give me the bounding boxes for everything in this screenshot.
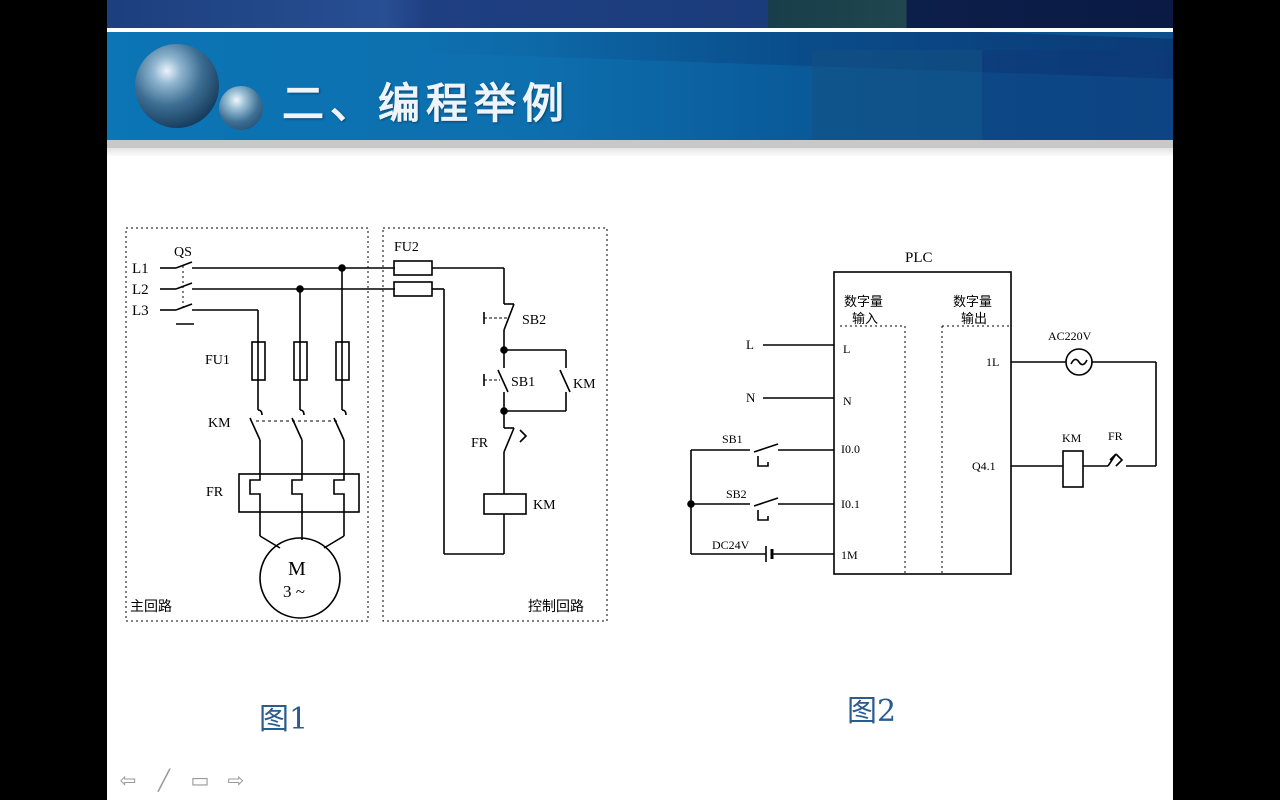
slide: 二、编程举例 <box>107 0 1173 800</box>
sb2-plc-label: SB2 <box>726 487 747 501</box>
banner-underline-fade <box>107 148 1173 156</box>
plc-label: PLC <box>905 250 933 266</box>
fig1-control-circuit <box>382 227 608 622</box>
junction-dot <box>500 346 508 354</box>
pin-q41: Q4.1 <box>972 459 996 473</box>
menu-icon[interactable]: ▭ <box>190 768 210 792</box>
sb1-plc-label: SB1 <box>722 432 743 446</box>
sb2-label: SB2 <box>522 313 546 328</box>
km-plc-label: KM <box>1062 431 1082 445</box>
arrow-left-icon[interactable]: ⇦ <box>119 768 137 792</box>
title-banner: 二、编程举例 <box>107 32 1173 140</box>
pin-n: N <box>843 394 852 408</box>
pin-i01: I0.1 <box>841 497 860 511</box>
banner-shade <box>812 50 982 140</box>
banner-shade <box>982 50 1173 140</box>
ac220v-label: AC220V <box>1048 329 1092 343</box>
digital-output-label-2: 输出 <box>961 311 987 326</box>
junction-dot <box>296 285 304 293</box>
arrow-right-icon[interactable]: ⇨ <box>227 768 245 792</box>
control-circuit-label: 控制回路 <box>528 599 584 615</box>
sphere-logo-small <box>219 86 263 130</box>
pin-l: L <box>843 342 850 356</box>
pin-i00: I0.0 <box>841 442 860 456</box>
fig2-plc-wiring <box>690 271 1157 575</box>
top-divider <box>107 28 1173 32</box>
figure1-caption: 图1 <box>259 702 309 737</box>
digital-input-label: 数字量 <box>844 294 883 309</box>
fr-ctrl-label: FR <box>471 436 489 451</box>
fu1-label: FU1 <box>205 353 230 368</box>
top-strip <box>107 0 1173 28</box>
fr-plc-label: FR <box>1108 429 1123 443</box>
sphere-logo-large <box>135 44 219 128</box>
digital-input-label-2: 输入 <box>852 311 878 326</box>
motor-phase-label: 3 ~ <box>283 582 305 601</box>
supply-n-label: N <box>746 390 756 405</box>
km-coil-label: KM <box>533 498 556 513</box>
dc24v-label: DC24V <box>712 538 750 552</box>
fig1-main-circuit <box>125 227 395 622</box>
digital-output-label: 数字量 <box>953 294 992 309</box>
phase-label-l3: L3 <box>132 303 149 319</box>
fu2-label: FU2 <box>394 240 419 255</box>
pen-icon[interactable]: ╱ <box>157 768 171 792</box>
junction-dot <box>338 264 346 272</box>
supply-l-label: L <box>746 337 754 352</box>
qs-label: QS <box>174 245 192 260</box>
slide-title: 二、编程举例 <box>282 79 571 128</box>
km-aux-label: KM <box>573 377 596 392</box>
figure2-caption: 图2 <box>847 694 897 729</box>
main-circuit-label: 主回路 <box>130 599 172 615</box>
junction-dot <box>500 407 508 415</box>
diagram-canvas: L1 L2 L3 QS FU1 KM FR M 3 ~ 主回路 FU2 SB2 … <box>125 227 1157 622</box>
slide-nav: ⇦ ╱ ▭ ⇨ <box>117 768 247 792</box>
motor-label: M <box>288 558 306 580</box>
pin-1m: 1M <box>841 548 858 562</box>
phase-label-l2: L2 <box>132 282 149 298</box>
phase-label-l1: L1 <box>132 261 149 277</box>
pin-1l: 1L <box>986 355 999 369</box>
junction-dot <box>687 500 695 508</box>
banner-underline <box>107 140 1173 148</box>
sb1-label: SB1 <box>511 375 535 390</box>
km-main-label: KM <box>208 416 231 431</box>
fr-main-label: FR <box>206 485 224 500</box>
